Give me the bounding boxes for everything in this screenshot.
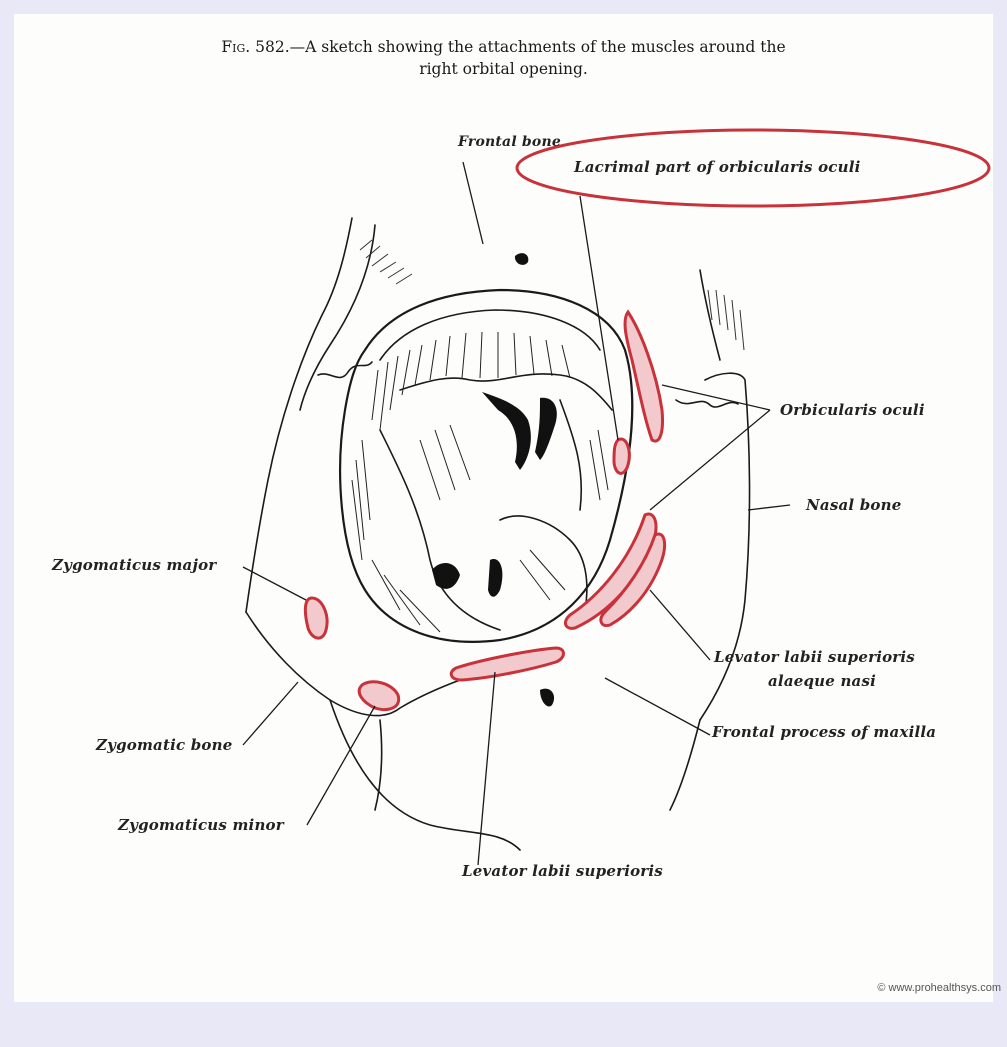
label-levator-alaeque-line1: Levator labii superioris: [714, 648, 915, 666]
label-zygomaticus-major: Zygomaticus major: [52, 556, 216, 574]
label-frontal-process: Frontal process of maxilla: [712, 723, 936, 741]
site-credit: © www.prohealthsys.com: [877, 982, 1001, 994]
zygomaticus-minor-mark: [359, 682, 398, 710]
label-levator-labii: Levator labii superioris: [462, 862, 663, 880]
leader-lines: [243, 162, 790, 865]
nasal-edge-outer: [670, 720, 700, 810]
muscle-attachments: [305, 312, 664, 709]
orbit-hatching: [352, 332, 608, 632]
frontal-suture: [318, 362, 372, 377]
label-orbicularis-oculi: Orbicularis oculi: [780, 401, 925, 419]
nasal-edge: [700, 373, 750, 720]
label-levator-alaeque-line2: alaeque nasi: [768, 672, 876, 690]
maxilla-process: [375, 720, 382, 810]
orbit-rim-inner: [380, 310, 600, 360]
maxilla-lower: [330, 700, 520, 850]
label-frontal-bone: Frontal bone: [458, 134, 561, 150]
orbit-crack-2: [380, 430, 500, 630]
levator-labii-mark: [451, 648, 563, 680]
nasal-bridge: [700, 270, 720, 360]
orbit-crack-3: [500, 516, 587, 610]
label-zygomatic-bone: Zygomatic bone: [96, 736, 232, 754]
orbit-rim: [340, 290, 632, 642]
skull-contour-left-inner: [300, 225, 375, 410]
orbital-fissures: [432, 253, 557, 706]
orbit-crack-4: [560, 400, 581, 510]
label-lacrimal-part: Lacrimal part of orbicularis oculi: [574, 158, 861, 176]
label-nasal-bone: Nasal bone: [806, 496, 901, 514]
zygomaticus-major-mark: [305, 598, 327, 638]
label-zygomaticus-minor: Zygomaticus minor: [118, 816, 284, 834]
skull-contour-left: [246, 218, 352, 612]
lacrimal-part-mark: [614, 439, 629, 473]
